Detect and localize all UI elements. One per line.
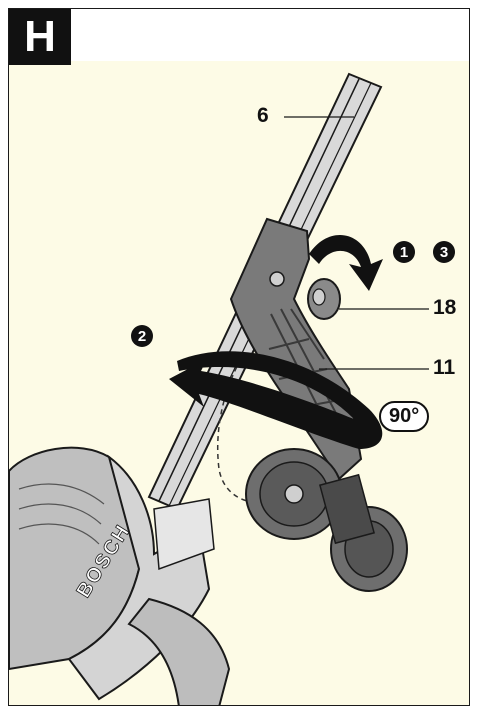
step-two: 2 — [131, 325, 153, 347]
angle-badge: 90° — [379, 401, 430, 432]
callout-knob: 18 — [433, 296, 457, 319]
figure-letter: H — [9, 9, 71, 65]
guide-wheels — [245, 448, 408, 592]
rotate-guide-arrow — [169, 351, 383, 449]
callout-shaft: 6 — [257, 104, 269, 127]
step-one: 1 — [393, 241, 415, 263]
illustration: BOSCH — [9, 72, 429, 705]
rotate-knob-arrow — [309, 234, 383, 291]
header-band — [9, 9, 469, 61]
locking-knob — [307, 278, 341, 320]
trimmer-motor-housing — [9, 446, 231, 705]
callout-guide: 11 — [433, 356, 456, 379]
step-three: 3 — [433, 241, 455, 263]
figure-frame: BOSCH H 6 18 11 1 3 2 90° — [8, 8, 470, 706]
